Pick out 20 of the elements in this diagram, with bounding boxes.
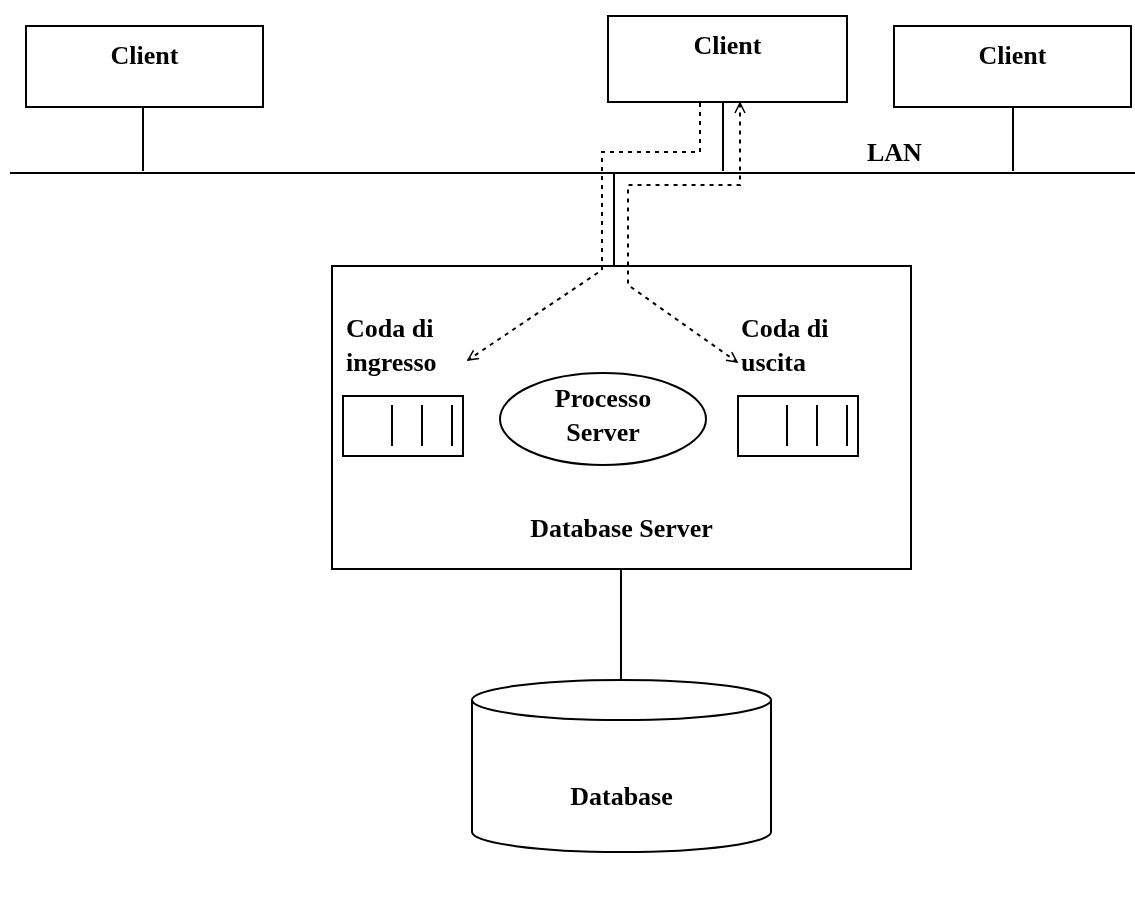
server-box <box>331 265 912 570</box>
node-label: Database Server <box>529 513 714 545</box>
node-label: Client <box>109 40 180 72</box>
node-label: Coda di ingresso <box>346 313 438 379</box>
node-label: Client <box>692 30 763 62</box>
node-label: LAN <box>867 137 922 169</box>
client-box <box>607 15 848 103</box>
connector-line <box>142 107 144 172</box>
connector-line <box>1012 107 1014 172</box>
connector-line <box>613 173 615 266</box>
client-box <box>893 25 1132 108</box>
node-label: Processo Server <box>553 383 653 449</box>
client-box <box>25 25 264 108</box>
node-label: Client <box>977 40 1048 72</box>
dotted-arrow <box>627 102 746 363</box>
node-label: Coda di uscita <box>741 313 830 379</box>
connector-line <box>620 569 622 681</box>
connector-line <box>722 102 724 172</box>
node-label: Database <box>569 781 674 813</box>
dotted-arrow <box>467 102 701 361</box>
